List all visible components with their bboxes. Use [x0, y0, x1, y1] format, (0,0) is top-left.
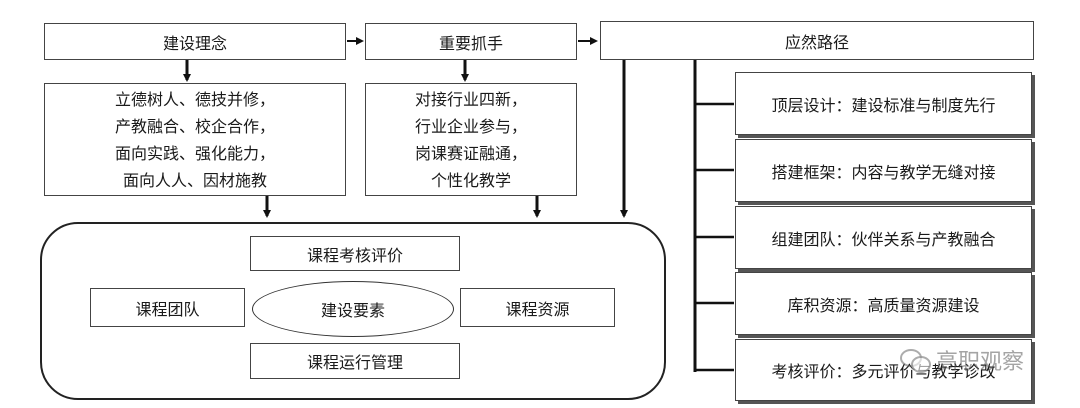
lever-header: 重要抓手: [365, 23, 577, 60]
lever-item: 个性化教学: [430, 170, 511, 190]
path-header: 应然路径: [600, 21, 1034, 60]
path-item-evaluation: 考核评价：多元评价与教学诊改: [735, 339, 1032, 401]
watermark-text: 高职观察: [936, 350, 1025, 375]
path-item-top-design: 顶层设计：建设标准与制度先行: [735, 72, 1032, 135]
lever-items-box: 对接行业四新， 行业企业参与， 岗课赛证融通， 个性化教学: [365, 83, 577, 196]
path-item-framework: 搭建框架：内容与教学无缝对接: [735, 139, 1032, 202]
element-operation: 课程运行管理: [250, 343, 460, 379]
concept-items-box: 立德树人、德技并修， 产教融合、校企合作， 面向实践、强化能力， 面向人人、因材…: [44, 83, 346, 196]
concept-item: 面向实践、强化能力，: [114, 143, 275, 163]
element-assessment: 课程考核评价: [250, 236, 460, 271]
path-item-resources: 库积资源：高质量资源建设: [735, 272, 1032, 335]
elements-container: [40, 222, 666, 400]
lever-item: 岗课赛证融通，: [414, 143, 527, 163]
element-team: 课程团队: [90, 288, 245, 327]
concept-header: 建设理念: [44, 23, 346, 60]
element-resources: 课程资源: [460, 288, 615, 327]
watermark: 高职观察: [900, 344, 1024, 376]
path-item-team: 组建团队：伙伴关系与产教融合: [735, 206, 1032, 269]
core-elements-ellipse: 建设要素: [252, 281, 454, 337]
concept-item: 立德树人、德技并修，: [114, 89, 275, 109]
concept-item: 产教融合、校企合作，: [114, 116, 275, 136]
lever-item: 对接行业四新，: [414, 89, 527, 109]
wechat-icon: [900, 347, 931, 373]
concept-item: 面向人人、因材施教: [122, 170, 267, 190]
lever-item: 行业企业参与，: [414, 116, 527, 136]
